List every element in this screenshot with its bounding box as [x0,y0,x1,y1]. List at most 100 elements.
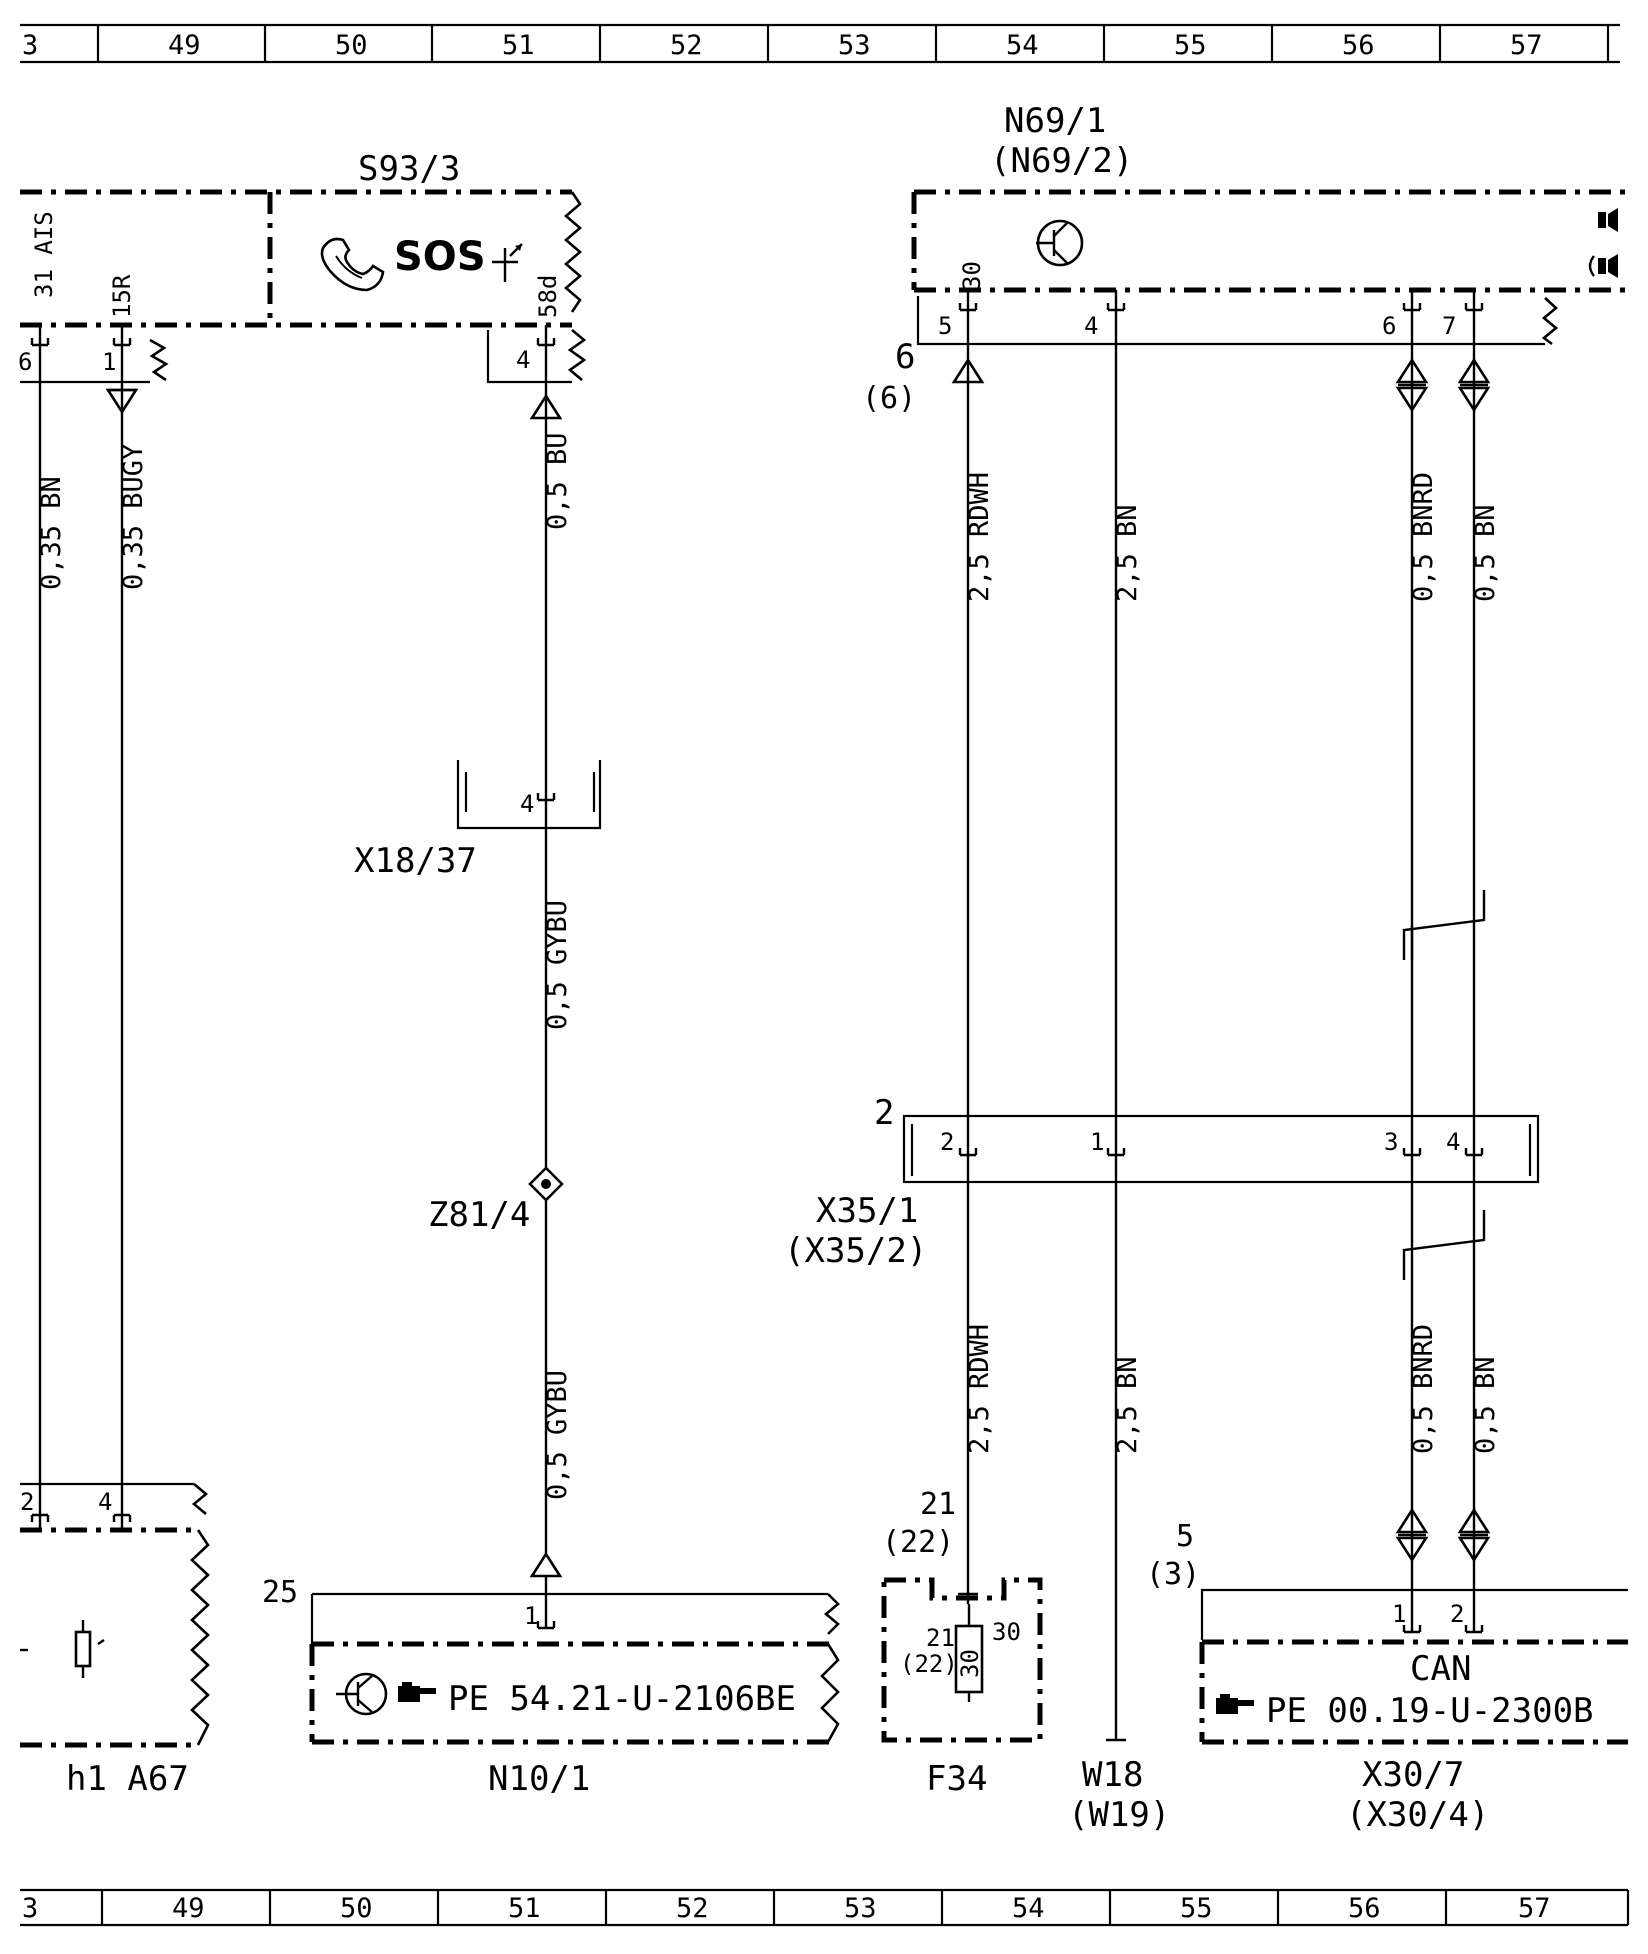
ruler-cell-54: 54 [1006,30,1039,61]
sos-label: SOS [394,234,486,280]
f34-fuse-pin-21: 21 [926,1624,955,1652]
ruler-cell-55: 55 [1174,30,1207,61]
x30-7-conn-number-alt: (3) [1146,1557,1200,1592]
x30-7-pin-1: 1 [1392,1600,1406,1628]
ruler-cell-49: 49 [168,30,201,61]
wire-label-n69-6: 0,5 BNRD [1408,472,1439,602]
s93-pin-58d: 58d [534,275,562,318]
n69-pin-30: 30 [958,261,986,290]
ruler-bottom-cell-54: 54 [1012,1893,1045,1924]
ruler-cell-50: 50 [335,30,368,61]
ruler-bottom-cell-50: 50 [340,1893,373,1924]
component-s93-3: S93/3 SOS 31 AIS 15R 58d 6 1 4 [18,149,587,384]
component-x35-1: 2 2 1 3 4 X35/1 (X35/2) [784,1093,1540,1271]
horn-icon [20,1620,105,1678]
n69-conn-pin-6: 6 [1382,312,1396,340]
x30-7-ref: PE 00.19-U-2300B [1266,1691,1594,1731]
f34-conn-number: 21 [920,1487,956,1522]
component-a67: 2 4 h1 A67 [20,1482,210,1799]
x35-pin-3: 3 [1384,1128,1398,1156]
w18-alt-label: (W19) [1068,1795,1170,1835]
pointing-hand-icon [398,1682,436,1702]
x35-pin-4: 4 [1446,1128,1460,1156]
x18-37-pin: 4 [520,790,534,818]
x35-1-label: X35/1 [816,1191,918,1231]
wire-label-x30-1: 0,5 BNRD [1408,1324,1439,1454]
wire-label-w18: 2,5 BN [1112,1356,1143,1454]
wires-upper: 0,35 BN 0,35 BUGY 0,5 BU 2,5 RDWH 2,5 BN… [36,310,1501,1515]
n10-1-conn-number: 25 [262,1575,298,1610]
bottom-grid-ruler: 3 49 50 51 52 53 54 55 56 57 [20,1888,1630,1927]
a67-pin-4: 4 [98,1488,112,1516]
n10-1-pin: 1 [524,1602,538,1630]
ruler-cell-56: 56 [1342,30,1375,61]
n69-conn-pin-4: 4 [1084,312,1098,340]
ruler-bottom-cell-first: 3 [22,1893,38,1924]
x30-7-conn-number: 5 [1176,1519,1194,1554]
wire-label-x30-2: 0,5 BN [1470,1356,1501,1454]
s93-3-label: S93/3 [358,149,460,189]
pointing-hand-icon-x30 [1216,1694,1254,1714]
f34-label: F34 [926,1759,987,1799]
n10-1-label: N10/1 [488,1759,590,1799]
n10-1-ref: PE 54.21-U-2106BE [448,1679,796,1719]
n69-1-alt-label: (N69/2) [990,141,1133,181]
component-n10-1: 25 1 PE 54.21-U-2106BE N10/1 [262,1575,840,1799]
illumination-icon [492,243,523,282]
x35-1-conn-number: 2 [874,1093,894,1133]
ruler-cell-53: 53 [838,30,871,61]
component-x30-7: 5 (3) 1 2 CAN PE 00.19-U-2300B X30/7 (X3… [1146,1519,1628,1835]
n69-conn-number: 6 [895,337,915,377]
f34-conn-number-alt: (22) [882,1525,954,1560]
f34-fuse-value: 30 [956,1649,984,1678]
a67-label: h1 A67 [66,1759,189,1799]
x30-7-bus-label: CAN [1410,1649,1471,1689]
wire-label-s93-58d: 0,5 BU [542,432,573,530]
ruler-cell-57: 57 [1510,30,1543,61]
transistor-icon [1036,219,1084,267]
wire-label-a67-31: 0,35 BN [36,476,67,590]
wire-label-f34: 2,5 RDWH [964,1324,995,1454]
top-grid-ruler: 3 49 50 51 52 53 54 55 56 57 [20,23,1620,64]
s93-conn-pin-6: 6 [18,348,32,376]
speaker-icon [1588,208,1618,278]
wire-label-n69-7: 0,5 BN [1470,504,1501,602]
wires-lower: 2,5 RDWH 2,5 BN 0,5 BNRD 0,5 BN [964,1155,1501,1742]
wire-label-n69-4: 2,5 BN [1112,504,1143,602]
ruler-bottom-cell-57: 57 [1518,1893,1551,1924]
wire-label-n69-5: 2,5 RDWH [964,472,995,602]
component-x18-37: 4 X18/37 0,5 GYBU [354,760,602,1168]
n69-conn-pin-5: 5 [938,312,952,340]
f34-fuse-pin-22: (22) [900,1650,958,1678]
transistor-icon-n10 [336,1672,388,1716]
ruler-bottom-cell-55: 55 [1180,1893,1213,1924]
w18-label: W18 [1082,1755,1143,1795]
x18-37-label: X18/37 [354,841,477,881]
n69-1-label: N69/1 [1004,101,1106,141]
ruler-cell-52: 52 [670,30,703,61]
ruler-cell-first: 3 [22,30,38,61]
ruler-cell-51: 51 [502,30,535,61]
n69-conn-pin-7: 7 [1442,312,1456,340]
component-z81-4: Z81/4 0,5 GYBU [428,1166,573,1578]
ruler-bottom-cell-49: 49 [172,1893,205,1924]
s93-pin-31: 31 AIS [30,211,58,298]
x35-pin-2: 2 [940,1128,954,1156]
s93-pin-15r: 15R [108,274,136,318]
f34-fuse-out: 30 [992,1618,1021,1646]
x30-7-label: X30/7 [1362,1755,1464,1795]
s93-conn-pin-4: 4 [516,346,530,374]
a67-pin-2: 2 [20,1488,34,1516]
ruler-bottom-cell-52: 52 [676,1893,709,1924]
phone-icon [320,237,385,292]
s93-conn-pin-1: 1 [102,348,116,376]
component-n69-1: N69/1 (N69/2) 30 5 4 6 7 6 (6) [862,101,1628,416]
x35-1-alt-label: (X35/2) [784,1231,927,1271]
n69-conn-number-alt: (6) [862,381,916,416]
component-f34: 21 (22) 21 (22) 30 30 F34 [881,1487,1043,1799]
z81-4-label: Z81/4 [428,1195,530,1235]
wire-label-a67-15r: 0,35 BUGY [118,444,149,590]
x35-pin-1: 1 [1090,1128,1104,1156]
ruler-bottom-cell-51: 51 [508,1893,541,1924]
